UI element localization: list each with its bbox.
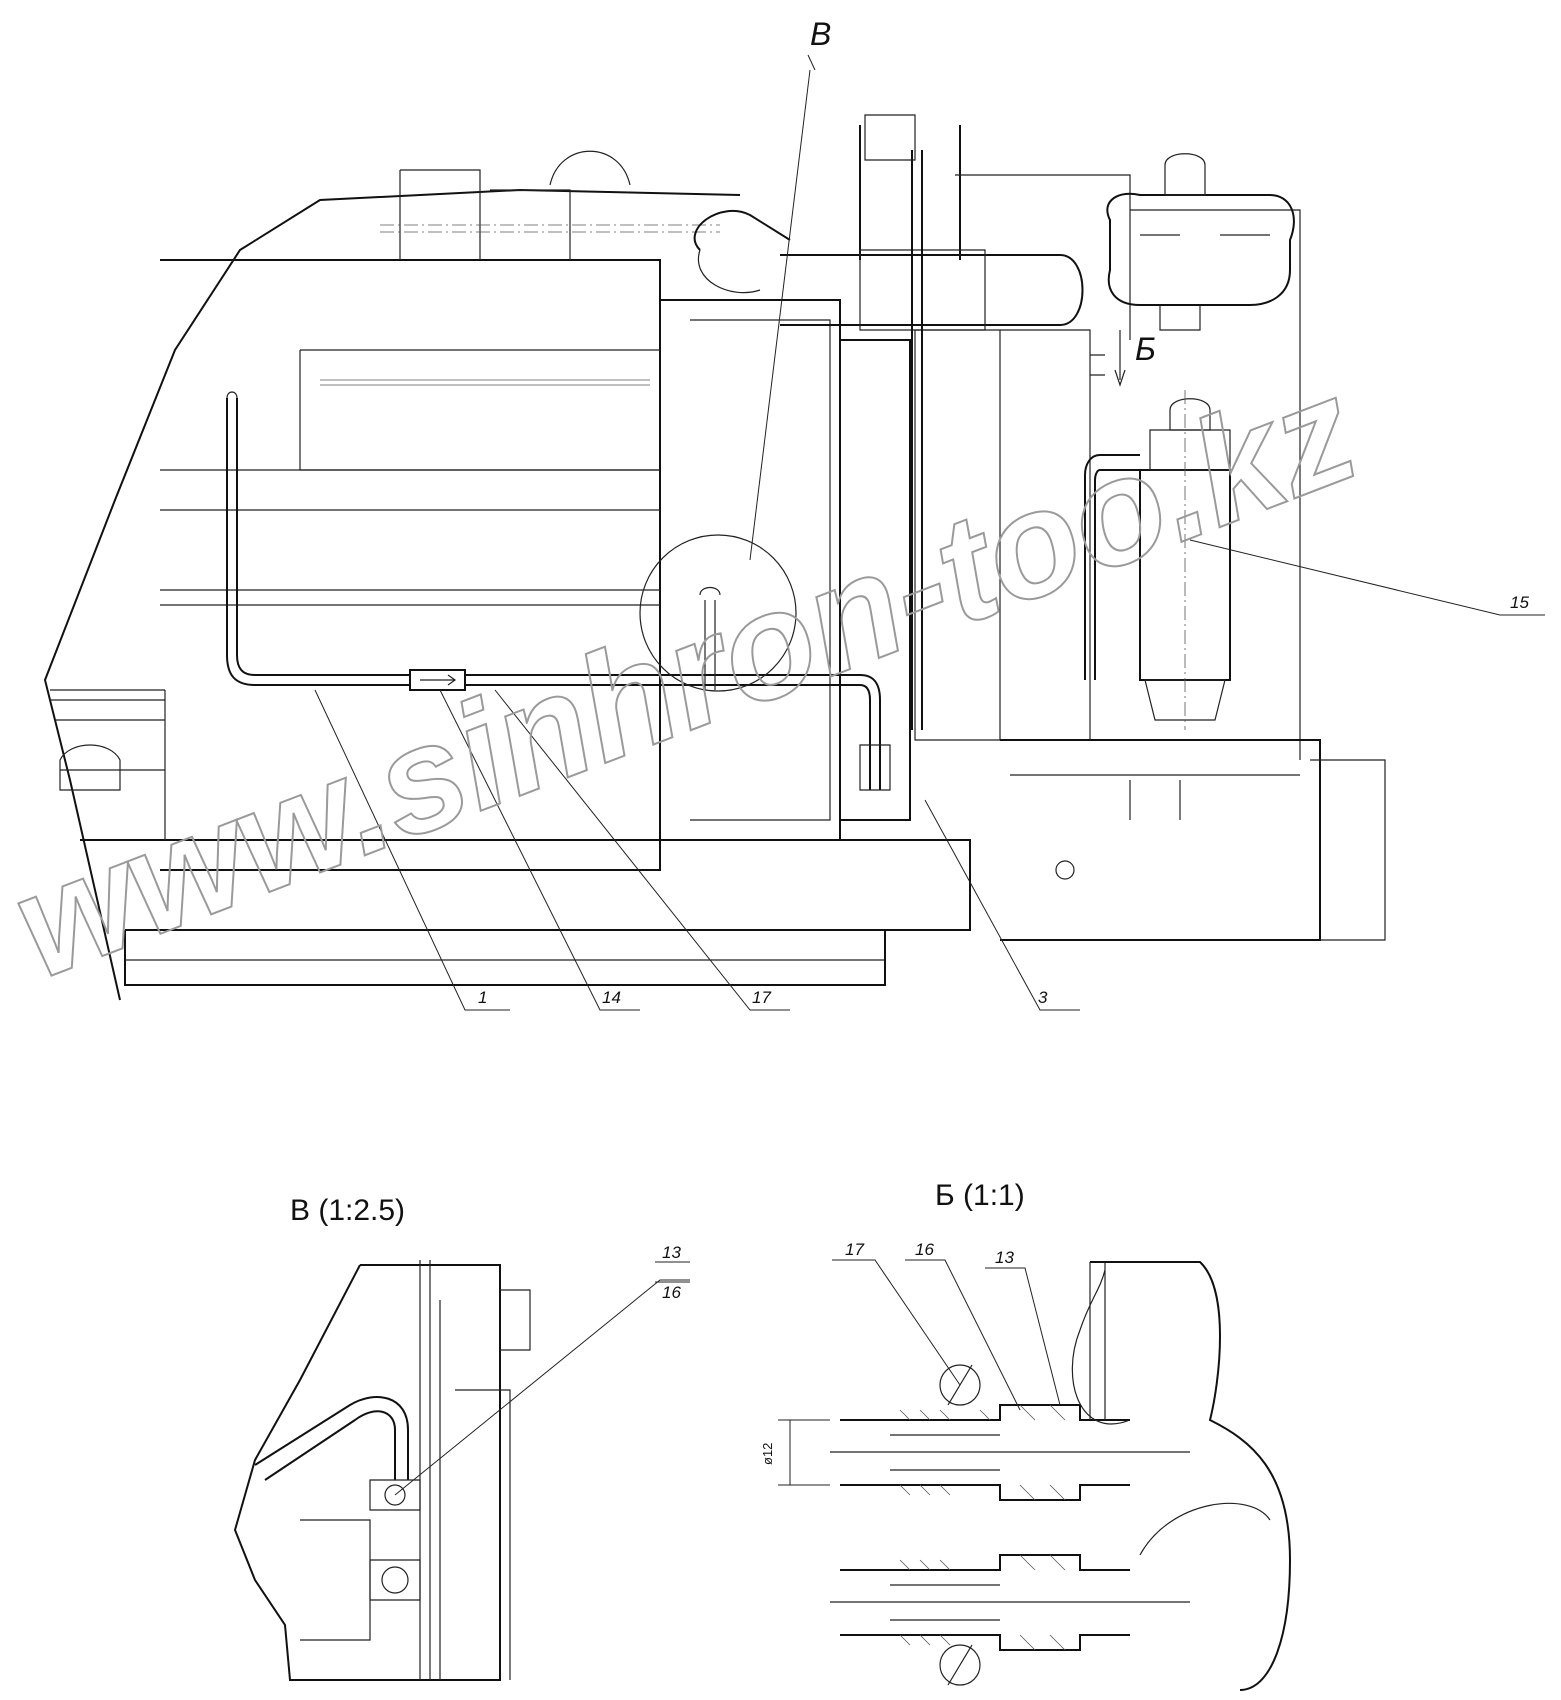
callout-14: 14 (602, 988, 621, 1007)
detail-title-b: В (1:2.5) (290, 1194, 405, 1227)
detail-callout-17: 17 (845, 1240, 864, 1259)
callout-labels: 1 14 17 3 15 В Б (478, 16, 1529, 1007)
callout-1: 1 (478, 988, 487, 1007)
callout-15: 15 (1510, 593, 1529, 612)
section-letter-b: В (810, 16, 831, 52)
detail-callout-13: 13 (662, 1243, 681, 1262)
detail-callout-16: 16 (662, 1283, 681, 1302)
detail-view-v: Б (1:1) ø12 17 16 13 (760, 1179, 1292, 1691)
detail-title-v: Б (1:1) (935, 1179, 1025, 1212)
dimension-diameter: ø12 (760, 1443, 775, 1465)
callout-leaders (314, 539, 1545, 1011)
watermark: www.sinhron-too.kz (0, 344, 1377, 1010)
callout-17: 17 (752, 988, 771, 1007)
main-view (43, 54, 1386, 1001)
detail-callout-13b: 13 (995, 1248, 1014, 1267)
callout-3: 3 (1038, 988, 1048, 1007)
detail-view-b: В (1:2.5) 13 16 (233, 1194, 690, 1681)
section-letter-v: Б (1135, 331, 1156, 367)
detail-callout-16b: 16 (915, 1240, 934, 1259)
